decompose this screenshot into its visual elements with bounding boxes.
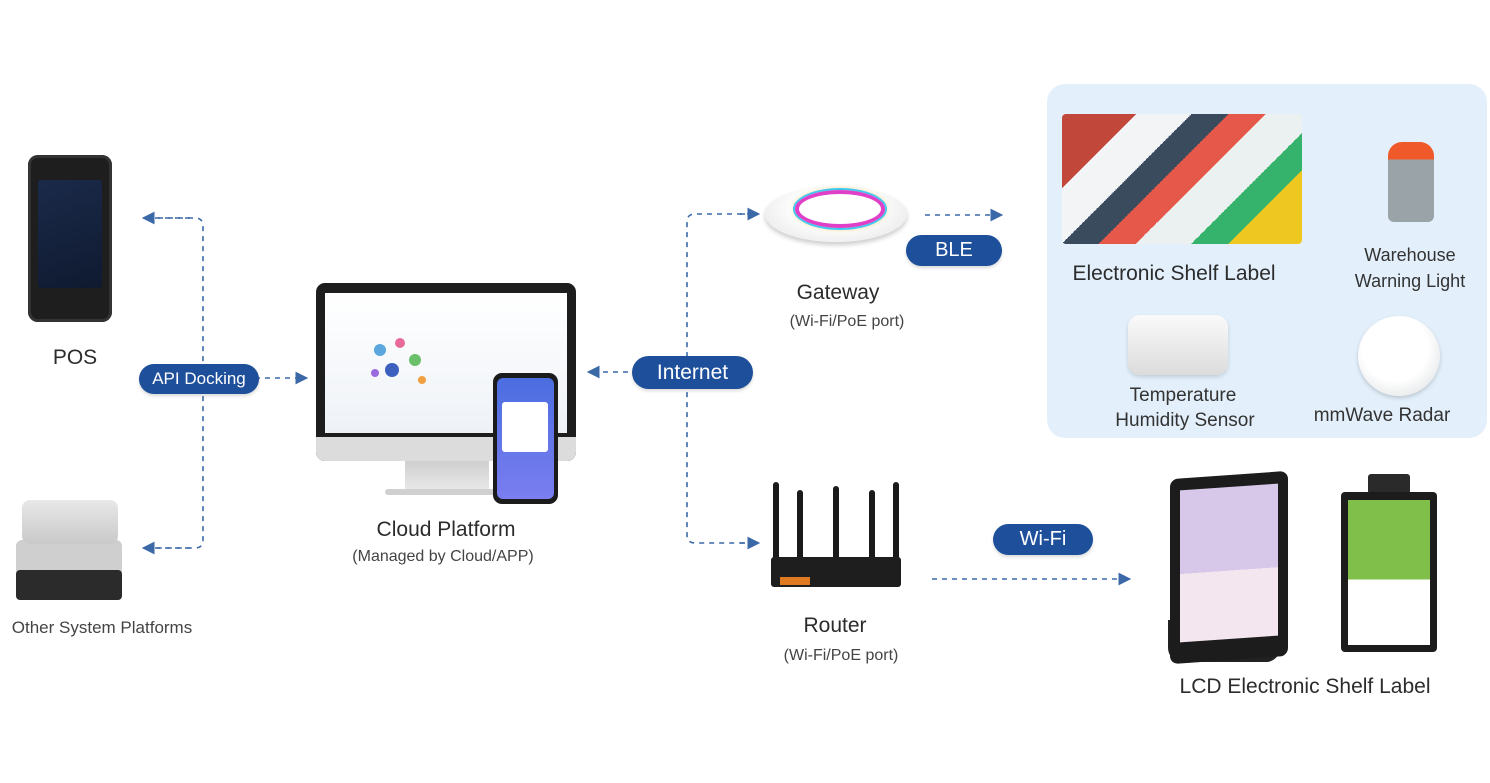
internet-bracket-line — [686, 213, 752, 544]
monitor-base — [385, 489, 509, 495]
router-brand-strip — [780, 577, 810, 585]
router-antenna-icon — [833, 486, 839, 564]
lcd-esl-label: LCD Electronic Shelf Label — [1179, 675, 1431, 698]
esl-label: Electronic Shelf Label — [1072, 262, 1276, 285]
radar-label: mmWave Radar — [1313, 405, 1451, 426]
sensor-label-1: Temperature — [1129, 385, 1237, 406]
warning-light-icon — [1388, 142, 1434, 222]
router-sublabel: (Wi-Fi/PoE port) — [783, 647, 899, 664]
router-antenna-icon — [773, 482, 779, 560]
wifi-badge: Wi-Fi — [993, 524, 1093, 555]
router-antenna-icon — [869, 490, 875, 568]
server-base — [16, 570, 122, 600]
api-docking-badge: API Docking — [139, 364, 259, 394]
sensor-label-2: Humidity Sensor — [1115, 410, 1255, 431]
lcd-shelf-clip — [1368, 474, 1410, 494]
mmwave-radar-icon — [1358, 316, 1440, 396]
pos-screen — [38, 180, 102, 288]
ble-badge: BLE — [906, 235, 1002, 266]
warehouse-light-label-2: Warning Light — [1354, 271, 1466, 291]
internet-badge: Internet — [632, 356, 753, 389]
monitor-stand — [405, 461, 489, 491]
pos-label: POS — [52, 346, 98, 369]
api-bracket-line — [148, 217, 204, 549]
temperature-sensor-icon — [1128, 315, 1228, 375]
gateway-label: Gateway — [796, 281, 880, 304]
lcd-display-screen — [1180, 483, 1278, 643]
warehouse-light-label-1: Warehouse — [1364, 245, 1456, 265]
gateway-light-ring — [795, 190, 885, 228]
server-top — [22, 500, 118, 544]
esl-collage-image — [1062, 114, 1302, 244]
world-map-graphic — [371, 338, 426, 384]
other-platforms-label: Other System Platforms — [11, 618, 193, 637]
router-label: Router — [803, 614, 867, 637]
router-antenna-icon — [797, 490, 803, 568]
gateway-sublabel: (Wi-Fi/PoE port) — [789, 313, 905, 330]
router-antenna-icon — [893, 482, 899, 560]
cloud-platform-label: Cloud Platform — [376, 518, 516, 541]
cloud-platform-sublabel: (Managed by Cloud/APP) — [352, 548, 534, 565]
phone-login-card — [502, 402, 548, 452]
lcd-shelf-display-screen — [1348, 500, 1430, 645]
